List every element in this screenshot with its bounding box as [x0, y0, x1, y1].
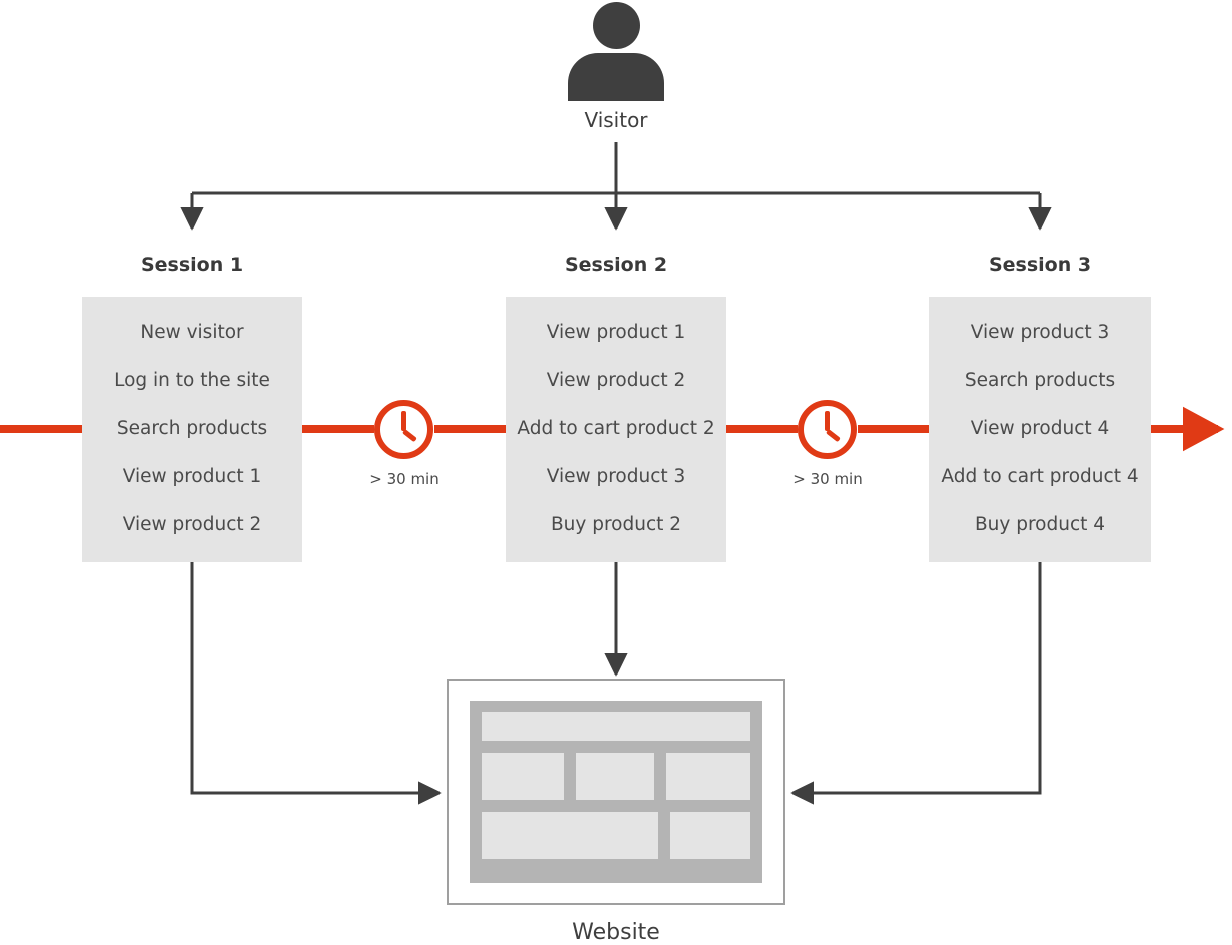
session-gap-2-label: > 30 min: [793, 470, 863, 488]
session-1-event-2: Log in to the site: [114, 370, 270, 392]
wireframe-row-bottom: [482, 812, 750, 859]
session-3-event-5: Buy product 4: [974, 514, 1106, 536]
arrow-session-1-to-website: [190, 562, 442, 805]
session-2-event-3: Add to cart product 2: [517, 418, 715, 440]
wireframe-row-header: [482, 712, 750, 741]
clock-icon-minute-hand: [401, 411, 406, 431]
person-icon-body: [568, 53, 664, 101]
session-2-title: Session 2: [564, 254, 668, 276]
wireframe-cell: [666, 753, 750, 800]
session-3-event-1: View product 3: [970, 322, 1110, 344]
wireframe-cell: [670, 812, 750, 859]
visitor-label: Visitor: [584, 108, 648, 132]
session-2-event-2: View product 2: [546, 370, 686, 392]
wireframe-row-middle: [482, 753, 750, 800]
session-3-event-3: View product 4: [970, 418, 1110, 440]
wireframe-cell: [482, 712, 750, 741]
clock-icon: [798, 400, 857, 459]
wireframe-cell: [482, 753, 564, 800]
session-1-box: New visitor Log in to the site Search pr…: [82, 297, 302, 562]
visitor-node: Visitor: [566, 0, 666, 142]
website-node: [447, 679, 785, 905]
session-2-event-4: View product 3: [546, 466, 686, 488]
session-3-title: Session 3: [988, 254, 1092, 276]
session-3-box: View product 3 Search products View prod…: [929, 297, 1151, 562]
person-icon-head: [593, 2, 640, 49]
wireframe-cell: [576, 753, 654, 800]
session-3-event-4: Add to cart product 4: [941, 466, 1139, 488]
session-2-box: View product 1 View product 2 Add to car…: [506, 297, 726, 562]
wireframe-cell: [482, 812, 658, 859]
arrow-session-3-to-website: [790, 562, 1042, 805]
session-2-event-5: Buy product 2: [550, 514, 682, 536]
clock-icon: [374, 400, 433, 459]
website-label: Website: [572, 920, 660, 945]
session-1-event-5: View product 2: [122, 514, 262, 536]
clock-icon-minute-hand: [825, 411, 830, 431]
session-gap-1-label: > 30 min: [369, 470, 439, 488]
session-1-event-3: Search products: [116, 418, 268, 440]
session-1-event-1: New visitor: [140, 322, 244, 344]
session-3-event-2: Search products: [964, 370, 1116, 392]
website-wireframe-icon: [470, 701, 762, 883]
session-gap-1: > 30 min: [344, 400, 464, 500]
session-1-title: Session 1: [140, 254, 244, 276]
session-2-event-1: View product 1: [546, 322, 686, 344]
session-gap-2: > 30 min: [768, 400, 888, 500]
session-1-event-4: View product 1: [122, 466, 262, 488]
